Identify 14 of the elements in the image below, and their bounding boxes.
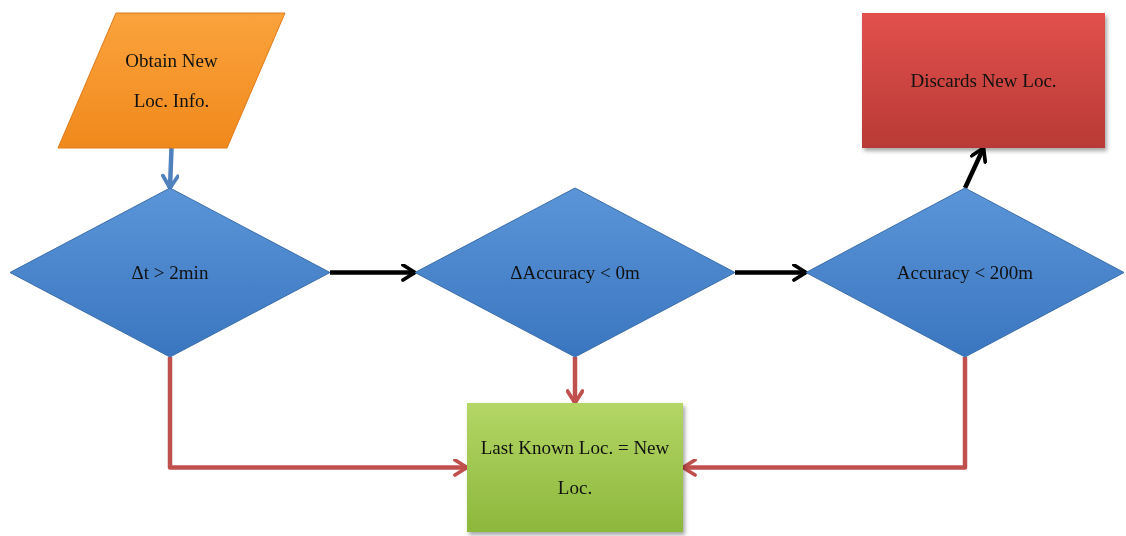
process-box	[862, 13, 1105, 148]
node-text: Last Known Loc. = New Loc.	[479, 435, 671, 500]
arrow	[161, 147, 180, 190]
node-text: Obtain New Loc. Info.	[124, 48, 219, 113]
arrow	[565, 357, 585, 405]
arrow	[167, 357, 469, 477]
node-text: Discards New Loc.	[910, 68, 1057, 93]
arrow	[962, 146, 988, 189]
process-box	[467, 403, 683, 532]
node-text: Accuracy < 200m	[896, 260, 1034, 285]
node-text: ΔAccuracy < 0m	[510, 260, 640, 285]
arrow	[330, 263, 417, 282]
node-text: Δt > 2min	[131, 260, 209, 285]
arrow	[735, 263, 808, 282]
